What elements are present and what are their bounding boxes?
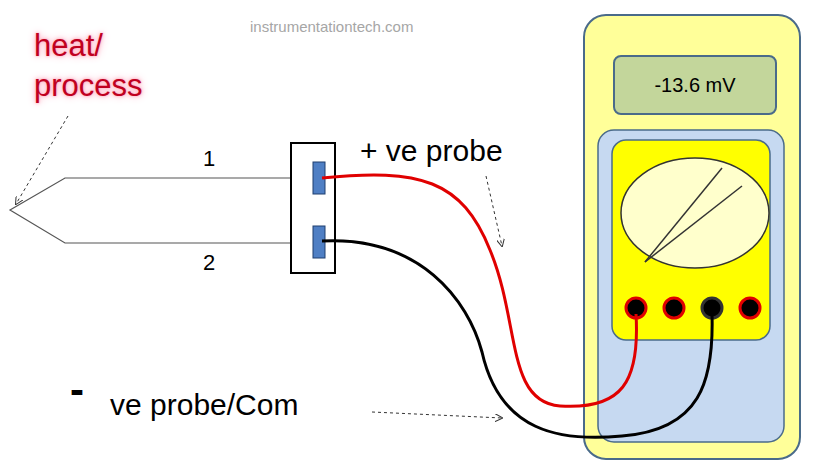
meter-display: -13.6 mV bbox=[613, 55, 777, 115]
wire-number: 1 bbox=[203, 146, 215, 172]
multimeter-face bbox=[612, 140, 770, 340]
leader-line bbox=[486, 176, 502, 246]
multimeter-panel bbox=[598, 130, 784, 442]
jack bbox=[664, 298, 684, 318]
dial-needle bbox=[645, 168, 722, 262]
dial bbox=[621, 158, 769, 268]
jack bbox=[740, 298, 760, 318]
watermark: instrumentationtech.com bbox=[250, 18, 413, 35]
positive-probe-wire bbox=[322, 175, 637, 406]
probe-label: + ve probe bbox=[360, 134, 503, 168]
leader-line bbox=[372, 412, 502, 418]
polarity-sign: - bbox=[70, 366, 84, 414]
probe-label: ve probe/Com bbox=[110, 388, 298, 422]
leader-line bbox=[16, 116, 68, 204]
dial-needle bbox=[645, 186, 742, 262]
thermocouple-probe bbox=[10, 178, 290, 243]
process-label: heat/ process bbox=[34, 26, 174, 106]
negative-probe-wire bbox=[322, 241, 712, 438]
wire-number: 2 bbox=[203, 250, 215, 276]
terminal-block bbox=[291, 143, 335, 273]
display-reading: -13.6 mV bbox=[654, 74, 735, 97]
